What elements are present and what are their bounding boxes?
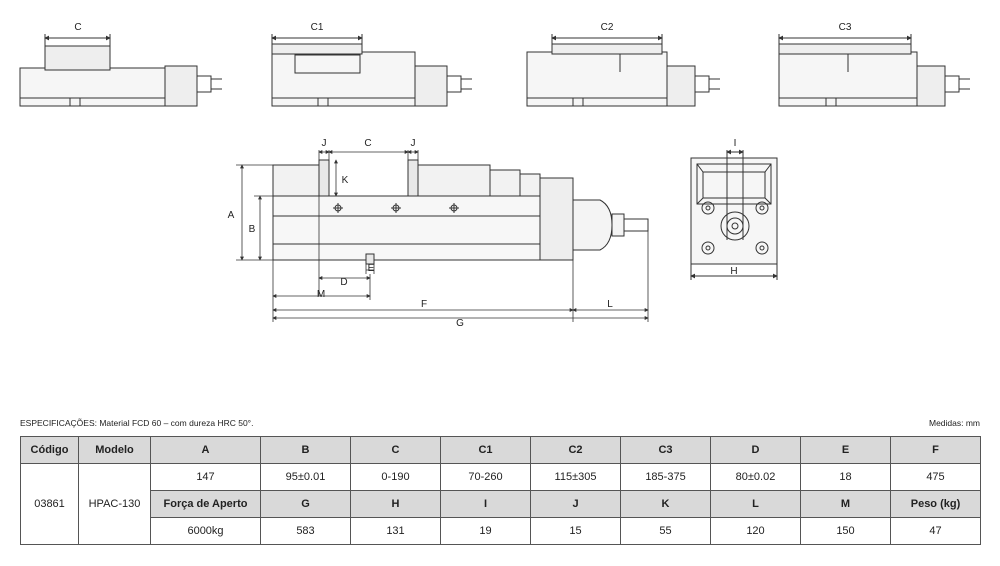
label-k: K <box>342 175 349 186</box>
label-a: A <box>228 210 235 221</box>
table-row: 6000kg 583 131 19 15 55 120 150 47 <box>21 517 981 545</box>
value-b: 95±0.01 <box>260 463 351 491</box>
header-k: K <box>620 490 711 518</box>
header-f: F <box>890 436 981 464</box>
label-l: L <box>607 299 613 310</box>
value-c3: 185-375 <box>620 463 711 491</box>
value-f: 475 <box>890 463 981 491</box>
table-row: 03861 HPAC-130 147 95±0.01 0-190 70-260 … <box>20 463 981 545</box>
label-i: I <box>734 138 737 149</box>
side-view <box>272 159 649 265</box>
value-k: 55 <box>620 517 711 545</box>
value-a: 147 <box>150 463 261 491</box>
header-h: H <box>350 490 441 518</box>
label-c-side: C <box>364 138 371 149</box>
label-j-right: J <box>411 138 416 149</box>
top-view-c1 <box>271 34 472 107</box>
spec-note: ESPECIFICAÇÕES: Material FCD 60 – com du… <box>20 418 254 428</box>
header-i: I <box>440 490 531 518</box>
table-row: Código Modelo A B C C1 C2 C3 D E F <box>20 436 981 464</box>
label-b: B <box>249 224 256 235</box>
value-forca: 6000kg <box>150 517 261 545</box>
table-row: Força de Aperto G H I J K L M Peso (kg) <box>21 490 981 518</box>
units-note: Medidas: mm <box>928 418 980 428</box>
label-j-left: J <box>322 138 327 149</box>
modelo-value: HPAC-130 <box>78 463 151 545</box>
label-c2: C2 <box>601 22 614 33</box>
label-c3: C3 <box>839 22 852 33</box>
value-l: 120 <box>710 517 801 545</box>
header-a: A <box>150 436 261 464</box>
top-view-c3 <box>778 34 970 107</box>
value-c: 0-190 <box>350 463 441 491</box>
technical-drawing: C C1 C2 C3 <box>19 22 970 329</box>
header-j: J <box>530 490 621 518</box>
value-g: 583 <box>260 517 351 545</box>
value-d: 80±0.02 <box>710 463 801 491</box>
label-f: F <box>421 299 427 310</box>
value-i: 19 <box>440 517 531 545</box>
label-c: C <box>74 22 81 33</box>
spec-table: Código Modelo A B C C1 C2 C3 D E F 03861… <box>20 436 981 545</box>
header-m: M <box>800 490 891 518</box>
value-c2: 115±305 <box>530 463 621 491</box>
header-c1: C1 <box>440 436 531 464</box>
codigo-header: Código <box>20 436 79 464</box>
label-m: M <box>317 289 325 300</box>
value-m: 150 <box>800 517 891 545</box>
header-d: D <box>710 436 801 464</box>
side-view-dimensions <box>236 150 649 322</box>
value-c1: 70-260 <box>440 463 531 491</box>
spec-header: ESPECIFICAÇÕES: Material FCD 60 – com du… <box>20 418 980 432</box>
header-g: G <box>260 490 351 518</box>
top-view-c2 <box>526 34 720 107</box>
value-h: 131 <box>350 517 441 545</box>
label-g: G <box>456 318 464 329</box>
header-c2: C2 <box>530 436 621 464</box>
header-forca: Força de Aperto <box>150 490 261 518</box>
label-h: H <box>730 266 737 277</box>
header-e: E <box>800 436 891 464</box>
header-peso: Peso (kg) <box>890 490 981 518</box>
modelo-header: Modelo <box>78 436 151 464</box>
label-c1: C1 <box>311 22 324 33</box>
header-b: B <box>260 436 351 464</box>
value-e: 18 <box>800 463 891 491</box>
value-j: 15 <box>530 517 621 545</box>
header-c3: C3 <box>620 436 711 464</box>
label-e: E <box>368 263 375 274</box>
value-peso: 47 <box>890 517 981 545</box>
codigo-value: 03861 <box>20 463 79 545</box>
header-c: C <box>350 436 441 464</box>
label-d: D <box>340 277 347 288</box>
top-view-c <box>19 34 222 107</box>
header-l: L <box>710 490 801 518</box>
end-view <box>690 149 778 280</box>
